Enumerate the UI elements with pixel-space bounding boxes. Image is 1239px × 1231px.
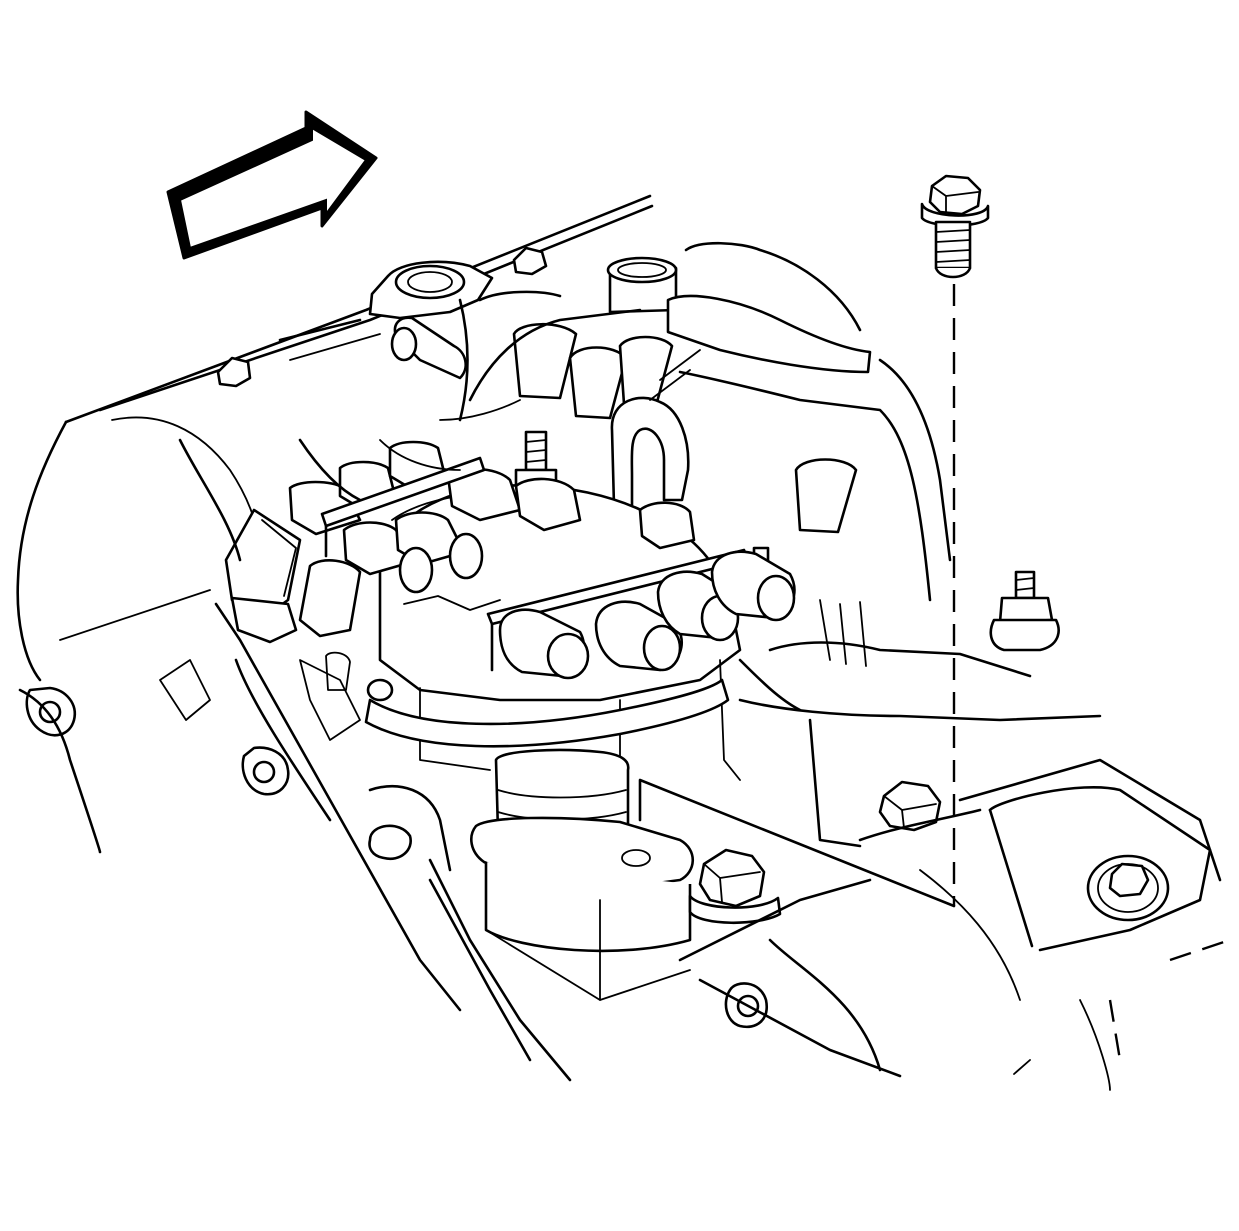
wire-retainer [364, 678, 730, 748]
front-arrow-icon [166, 110, 378, 260]
plug-wire-loops [610, 349, 701, 508]
hold-down-bolt-installed [688, 848, 782, 925]
right-engine-side [738, 599, 1231, 1091]
intake-manifold [439, 241, 952, 602]
pointer-line [638, 778, 956, 908]
distributor-bolt-icon [920, 174, 990, 279]
left-wire-separator [224, 456, 486, 644]
right-wire-separator [486, 548, 796, 680]
water-outlet [368, 260, 494, 380]
engine-block [16, 194, 654, 854]
lower-block [214, 602, 902, 1082]
hoses [178, 290, 562, 562]
cover-bolts [216, 246, 548, 388]
distributor-housing [470, 748, 695, 1001]
